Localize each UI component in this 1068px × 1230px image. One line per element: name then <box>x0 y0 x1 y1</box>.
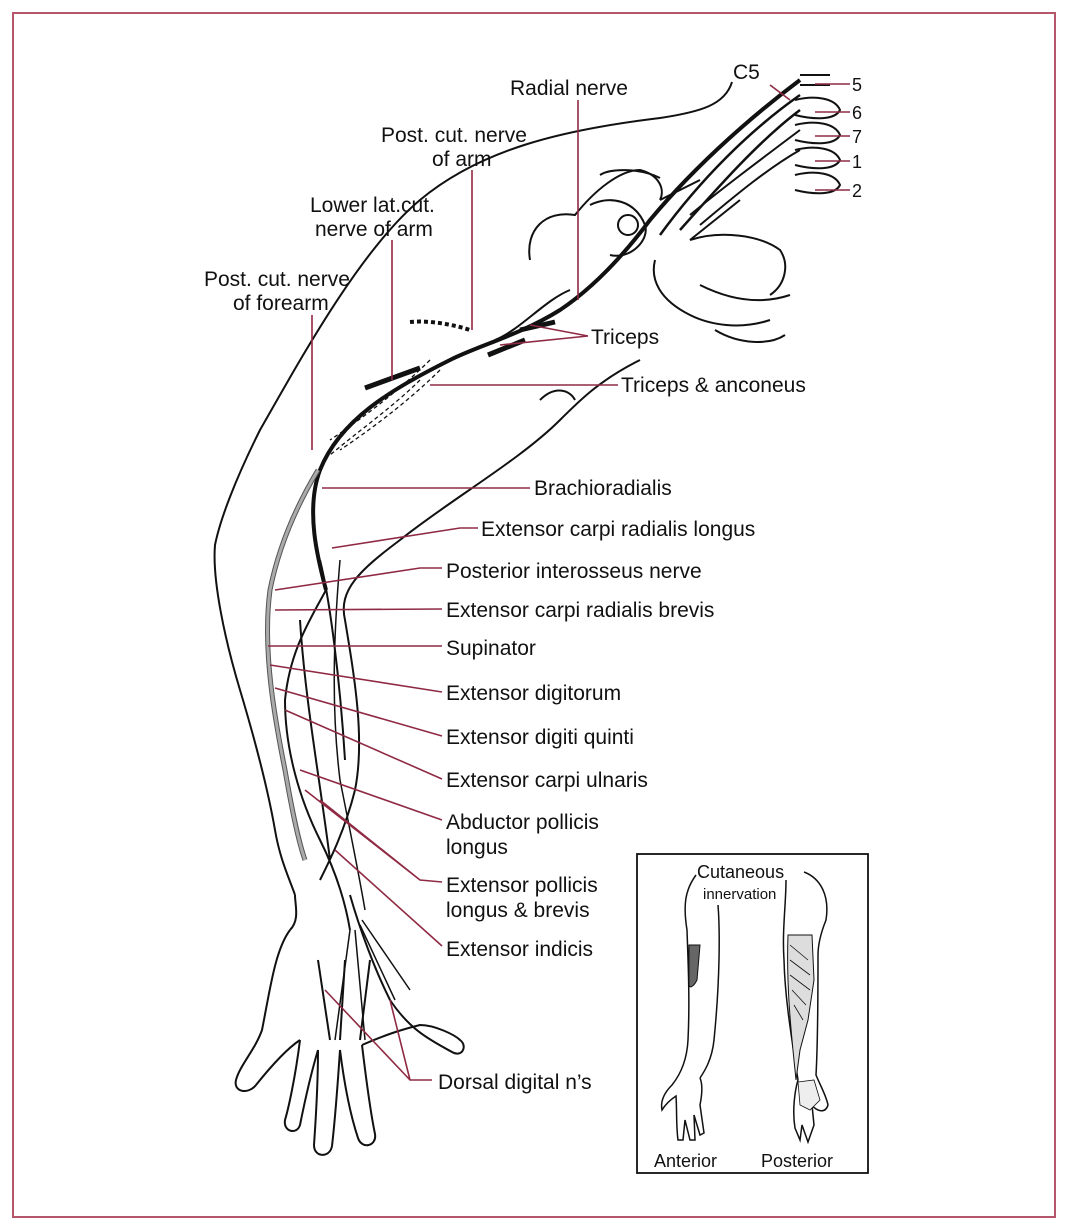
label-lower-lat-line2: nerve of arm <box>315 218 433 241</box>
inset-title-line1: Cutaneous <box>697 862 784 882</box>
inset-posterior-arm <box>782 871 829 1145</box>
label-posterior-interosseus: Posterior interosseus nerve <box>446 560 702 583</box>
radial-nerve-trunk <box>265 78 802 1041</box>
leader-lines <box>268 83 850 1081</box>
label-supinator: Supinator <box>446 637 536 660</box>
label-epl-line2: longus & brevis <box>446 899 590 922</box>
label-dorsal-digital: Dorsal digital n’s <box>438 1071 592 1094</box>
label-extensor-digiti-quinti: Extensor digiti quinti <box>446 726 634 749</box>
label-extensor-digitorum: Extensor digitorum <box>446 682 621 705</box>
label-c5: C5 <box>733 61 760 84</box>
label-ecrb: Extensor carpi radialis brevis <box>446 599 714 622</box>
label-extensor-indicis: Extensor indicis <box>446 938 593 961</box>
hand <box>234 894 465 1156</box>
label-post-cut-forearm-line1: Post. cut. nerve <box>204 268 350 291</box>
label-radial-nerve: Radial nerve <box>510 77 628 100</box>
inset-label-anterior: Anterior <box>654 1151 717 1171</box>
label-apl-line2: longus <box>446 836 508 859</box>
inset-box <box>636 853 869 1174</box>
label-vertebra-2: 2 <box>852 181 862 201</box>
label-brachioradialis: Brachioradialis <box>534 477 672 500</box>
labels: Radial nerve Post. cut. nerve of arm Low… <box>204 61 862 1094</box>
figure-frame <box>12 12 1056 1218</box>
inset-cutaneous-innervation: Cutaneous innervation Anterior Posterior <box>636 853 869 1174</box>
label-post-cut-arm-line2: of arm <box>432 148 492 171</box>
inset-anterior-arm <box>660 874 720 1141</box>
inset-title-line2: innervation <box>703 886 776 903</box>
label-triceps: Triceps <box>591 326 659 349</box>
shoulder-and-spine <box>528 74 842 343</box>
label-vertebra-1: 1 <box>852 152 862 172</box>
inset-label-posterior: Posterior <box>761 1151 833 1171</box>
label-ecrl: Extensor carpi radialis longus <box>481 518 755 541</box>
label-vertebra-5: 5 <box>852 75 862 95</box>
label-vertebra-6: 6 <box>852 103 862 123</box>
label-post-cut-forearm-line2: of forearm <box>233 292 329 315</box>
label-apl-line1: Abductor pollicis <box>446 811 599 834</box>
label-triceps-anconeus: Triceps & anconeus <box>621 374 806 397</box>
label-post-cut-arm-line1: Post. cut. nerve <box>381 124 527 147</box>
label-ecu: Extensor carpi ulnaris <box>446 769 648 792</box>
label-lower-lat-line1: Lower lat.cut. <box>310 194 435 217</box>
label-epl-line1: Extensor pollicis <box>446 874 598 897</box>
label-vertebra-7: 7 <box>852 127 862 147</box>
